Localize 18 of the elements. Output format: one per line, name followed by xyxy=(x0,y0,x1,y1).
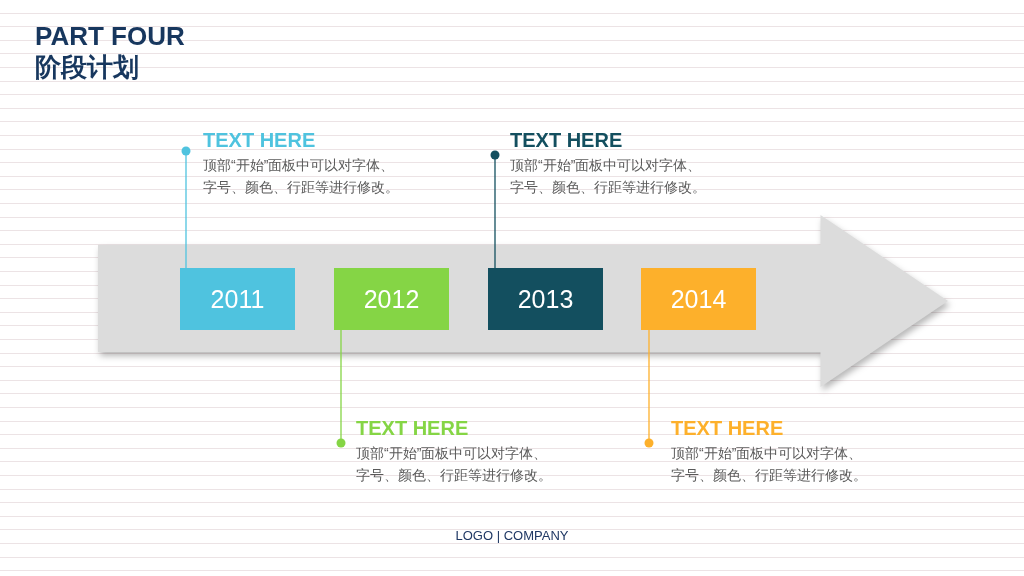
year-box: 2014 xyxy=(641,268,756,330)
leader-line xyxy=(181,146,191,269)
footer-text: LOGO | COMPANY xyxy=(454,528,570,544)
block-heading: TEXT HERE xyxy=(203,129,317,151)
year-box: 2012 xyxy=(334,268,449,330)
year-box: 2011 xyxy=(180,268,295,330)
block-description: 顶部“开始”面板中可以对字体、字号、颜色、行距等进行修改。 xyxy=(510,156,707,197)
block-description: 顶部“开始”面板中可以对字体、字号、颜色、行距等进行修改。 xyxy=(356,444,553,485)
leader-line xyxy=(336,329,346,448)
block-description: 顶部“开始”面板中可以对字体、字号、颜色、行距等进行修改。 xyxy=(203,156,400,197)
block-description: 顶部“开始”面板中可以对字体、字号、颜色、行距等进行修改。 xyxy=(671,444,868,485)
leader-line xyxy=(490,150,500,269)
block-heading: TEXT HERE xyxy=(510,129,624,151)
block-heading: TEXT HERE xyxy=(356,417,470,439)
slide-title: PART FOUR 阶段计划 xyxy=(35,21,186,83)
block-heading: TEXT HERE xyxy=(671,417,785,439)
leader-line xyxy=(644,329,654,448)
year-box: 2013 xyxy=(488,268,603,330)
